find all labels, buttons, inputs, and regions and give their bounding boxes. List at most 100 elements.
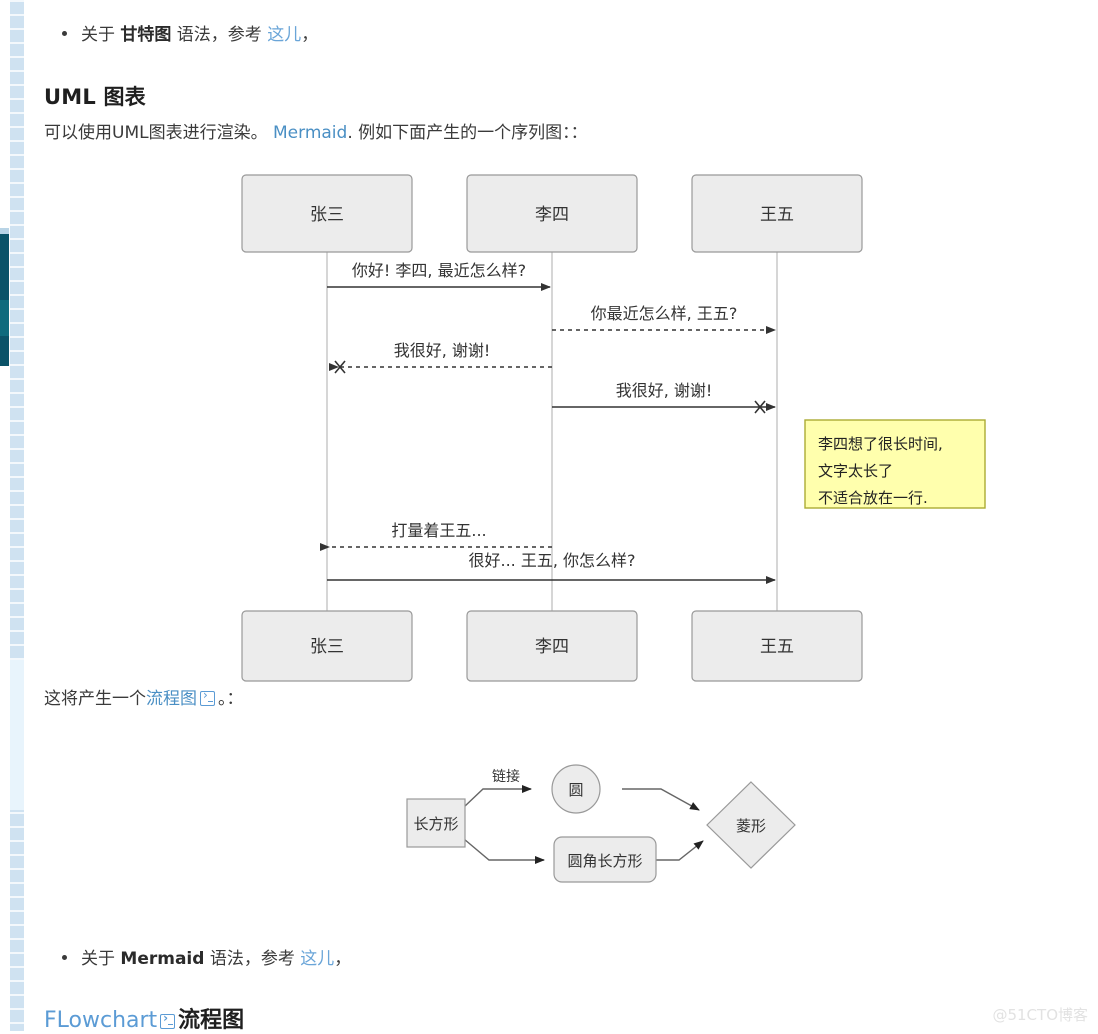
list-item-prefix: 关于: [81, 25, 121, 45]
edge-circle-to-diamond: [622, 788, 700, 811]
mermaid-item-suffix: ，: [334, 949, 352, 969]
actor-box-lisi-bottom[interactable]: [466, 610, 638, 682]
flowchart-diagram: 链接 长方形 圆 圆角长方形 菱形: [379, 742, 809, 902]
scroll-track-tick: [10, 966, 24, 968]
paragraph-after-link: . 例如下面产生的一个序列图：：: [347, 123, 588, 143]
scroll-track-tick: [10, 140, 24, 142]
destroy-marker-wangwu: [754, 400, 766, 414]
scroll-track-tick: [10, 938, 24, 940]
scroll-track-tick: [10, 630, 24, 632]
scroll-track-tick: [10, 476, 24, 478]
list-item-suffix: ，: [301, 25, 319, 45]
scroll-track-tick: [10, 616, 24, 618]
scroll-track-tick: [10, 462, 24, 464]
note-box[interactable]: [804, 419, 986, 509]
scroll-track-tick: [10, 280, 24, 282]
scroll-track-tick: [10, 504, 24, 506]
bullet-dot: [62, 954, 67, 960]
message-5: 打量着王五...: [320, 521, 552, 551]
scroll-track-tick: [10, 1008, 24, 1010]
scroll-track-tick: [10, 182, 24, 184]
scroll-track-foot: [10, 660, 24, 810]
scroll-track-tick: [10, 70, 24, 72]
flowchart-node-rounded[interactable]: 圆角长方形: [553, 836, 657, 883]
bullet-dot: [62, 30, 67, 36]
scroll-track-tick: [10, 98, 24, 100]
flowchart-node-circle[interactable]: 圆: [551, 764, 601, 814]
uml-section-paragraph: 可以使用UML图表进行渲染。 Mermaid. 例如下面产生的一个序列图：：: [44, 121, 588, 145]
left-scroll-rail[interactable]: [0, 0, 24, 1031]
flowchart-node-diamond[interactable]: 菱形: [706, 781, 796, 869]
message-3: 我很好, 谢谢!: [329, 341, 552, 374]
list-item-bold: 甘特图: [120, 25, 172, 45]
list-item: 关于 甘特图 语法，参考 这儿，: [62, 23, 318, 47]
scroll-track-tick: [10, 238, 24, 240]
scroll-cap-top: [0, 228, 9, 234]
flowchart-svg: 链接 长方形 圆 圆角长方形 菱形: [406, 764, 796, 883]
scroll-track-tick: [10, 840, 24, 842]
actor-label-wangwu-bottom: 王五: [760, 637, 794, 657]
note-line-3: 不适合放在一行.: [818, 489, 928, 507]
actor-box-wangwu-bottom[interactable]: [691, 610, 863, 682]
message-5-label: 打量着王五...: [391, 521, 486, 540]
scroll-track-tick: [10, 910, 24, 912]
scroll-track-tick: [10, 868, 24, 870]
note-line-2: 文字太长了: [818, 462, 893, 480]
scroll-track-tick: [10, 392, 24, 394]
scroll-track-tick: [10, 154, 24, 156]
message-6-label: 很好... 王五, 你怎么样?: [468, 551, 635, 570]
scroll-track-tick: [10, 196, 24, 198]
scroll-track-tick: [10, 56, 24, 58]
scroll-track-tick: [10, 560, 24, 562]
scroll-track-tick: [10, 350, 24, 352]
message-1-label: 你好! 李四, 最近怎么样?: [352, 261, 526, 280]
actor-label-wangwu-top: 王五: [760, 205, 794, 225]
scroll-track-tick: [10, 588, 24, 590]
edge-label-link: 链接: [492, 768, 520, 785]
scroll-track-tick: [10, 546, 24, 548]
sequence-diagram-svg: 张三 李四 王五 你好! 李四, 最近怎么样? 你最近怎么样, 王五? 我很好,…: [241, 174, 986, 682]
scroll-track-tick: [10, 490, 24, 492]
scroll-track[interactable]: [10, 0, 24, 1031]
scroll-track-tick: [10, 882, 24, 884]
mermaid-link[interactable]: Mermaid: [273, 123, 348, 143]
actor-box-zhangsan-top[interactable]: [241, 174, 413, 253]
scroll-track-tick: [10, 336, 24, 338]
scroll-track-tick: [10, 658, 24, 660]
scroll-thumb-secondary[interactable]: [0, 300, 9, 336]
flowchart-heading-link[interactable]: FLowchart: [44, 1008, 158, 1033]
mermaid-syntax-link[interactable]: 这儿: [300, 949, 335, 969]
actor-box-wangwu-top[interactable]: [691, 174, 863, 253]
scroll-track-tick: [10, 210, 24, 212]
flowchart-node-circle-label: 圆: [568, 781, 583, 799]
scroll-track-tick: [10, 812, 24, 814]
paragraph-before-link: 可以使用UML图表进行渲染。: [44, 123, 273, 143]
mermaid-item-middle: 语法，参考: [204, 949, 301, 969]
gantt-syntax-link[interactable]: 这儿: [267, 25, 302, 45]
actor-box-lisi-top[interactable]: [466, 174, 638, 253]
list-item: 关于 Mermaid 语法，参考 这儿，: [62, 947, 351, 971]
edge-rect-to-circle: [463, 785, 532, 808]
actor-label-lisi-bottom: 李四: [535, 637, 569, 657]
scroll-track-tick: [10, 924, 24, 926]
message-6: 很好... 王五, 你怎么样?: [327, 551, 776, 584]
scroll-track-tick: [10, 0, 24, 2]
sequence-diagram: 张三 李四 王五 你好! 李四, 最近怎么样? 你最近怎么样, 王五? 我很好,…: [194, 168, 1024, 688]
lifelines: [326, 252, 778, 618]
scroll-track-tick: [10, 364, 24, 366]
message-2-label: 你最近怎么样, 王五?: [591, 304, 738, 323]
scroll-track-tick: [10, 602, 24, 604]
sequence-note[interactable]: 李四想了很长时间, 文字太长了 不适合放在一行.: [804, 419, 986, 509]
note-line-1: 李四想了很长时间,: [818, 435, 943, 453]
flowchart-node-rect[interactable]: 长方形: [406, 798, 466, 848]
scroll-track-tick: [10, 994, 24, 996]
flowchart-intro-after: 。：: [218, 689, 244, 709]
scroll-track-tick: [10, 168, 24, 170]
scroll-track-tick: [10, 266, 24, 268]
actor-box-zhangsan-bottom[interactable]: [241, 610, 413, 682]
scroll-track-tick: [10, 308, 24, 310]
message-2: 你最近怎么样, 王五?: [552, 304, 776, 334]
scroll-track-tick: [10, 224, 24, 226]
flowchart-link[interactable]: 流程图: [146, 689, 197, 709]
edge-rect-to-rounded: [463, 838, 545, 864]
